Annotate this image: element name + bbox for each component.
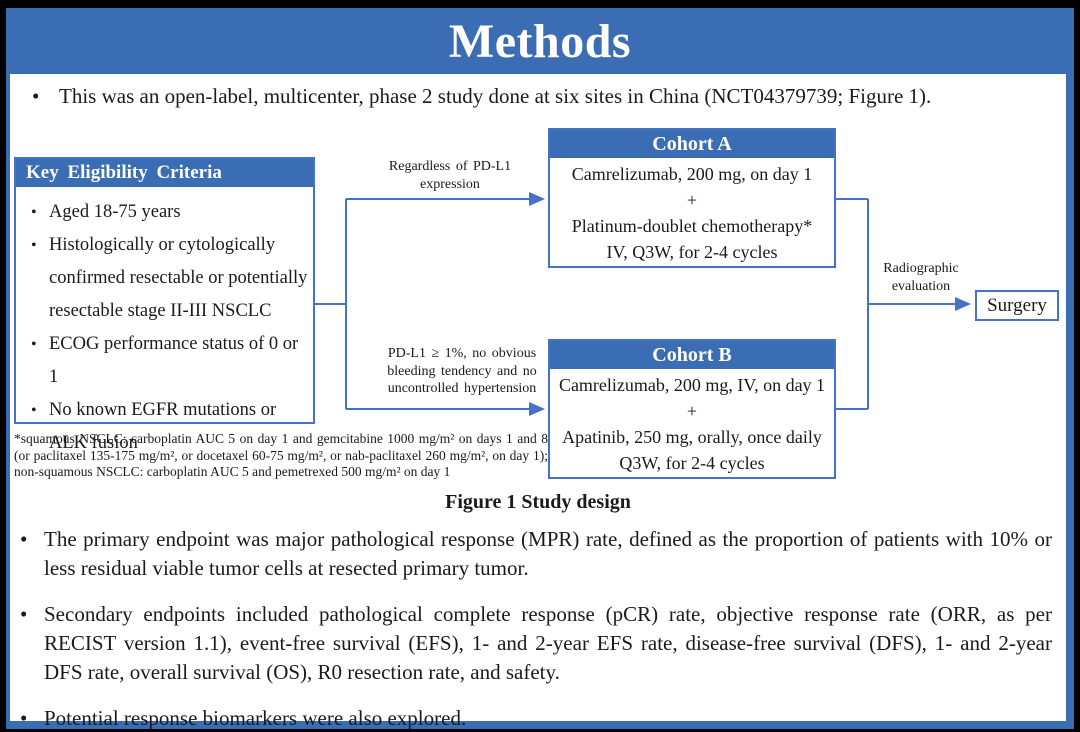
cohort-a-header: Cohort A	[550, 130, 834, 158]
title-bar: Methods	[6, 8, 1074, 74]
intro-bullet: This was an open-label, multicenter, pha…	[10, 82, 1066, 111]
cohort-b-line: +	[686, 401, 698, 421]
bullet-text: The primary endpoint was major pathologi…	[44, 527, 1052, 580]
cohort-b-body: Camrelizumab, 200 mg, IV, on day 1 + Apa…	[550, 369, 834, 476]
radiographic-evaluation-label: Radiographic evaluation	[883, 261, 959, 294]
page-title: Methods	[448, 14, 632, 68]
cohort-a-line: Platinum-doublet chemotherapy*	[571, 216, 813, 236]
chemotherapy-footnote: *squamous NSCLC: carboplatin AUC 5 on da…	[14, 431, 548, 479]
bullet-text: Secondary endpoints included pathologica…	[44, 602, 1052, 684]
endpoints-section: The primary endpoint was major pathologi…	[10, 525, 1066, 732]
eligibility-list: Aged 18-75 years Histologically or cytol…	[16, 187, 313, 460]
slide-content: This was an open-label, multicenter, pha…	[10, 74, 1066, 732]
cohort-a-box: Cohort A Camrelizumab, 200 mg, on day 1 …	[548, 128, 836, 268]
bullet-secondary-endpoints: Secondary endpoints included pathologica…	[10, 600, 1066, 687]
eligibility-item: Histologically or cytologically confirme…	[24, 229, 309, 328]
flow-connectors	[315, 192, 971, 416]
eligibility-item: Aged 18-75 years	[24, 196, 309, 229]
eligibility-header: Key Eligibility Criteria	[16, 159, 313, 187]
cohort-b-line: Apatinib, 250 mg, orally, once daily	[562, 427, 822, 447]
bullet-primary-endpoint: The primary endpoint was major pathologi…	[10, 525, 1066, 583]
bullet-biomarkers: Potential response biomarkers were also …	[10, 704, 1066, 732]
branch-top-label: Regardless of PD-L1 expression	[388, 159, 512, 192]
cohort-a-body: Camrelizumab, 200 mg, on day 1 + Platinu…	[550, 158, 834, 265]
surgery-box: Surgery	[975, 290, 1059, 321]
cohort-a-line: +	[686, 190, 698, 210]
figure-caption: Figure 1 Study design	[445, 491, 631, 513]
cohort-a-line: IV, Q3W, for 2-4 cycles	[606, 242, 778, 262]
cohort-b-line: Q3W, for 2-4 cycles	[619, 453, 765, 473]
cohort-b-line: Camrelizumab, 200 mg, IV, on day 1	[558, 375, 826, 395]
study-design-diagram: Key Eligibility Criteria Aged 18-75 year…	[10, 114, 1066, 484]
eligibility-item: ECOG performance status of 0 or 1	[24, 328, 309, 394]
cohort-b-box: Cohort B Camrelizumab, 200 mg, IV, on da…	[548, 339, 836, 479]
cohort-b-header: Cohort B	[550, 341, 834, 369]
eligibility-item: No known EGFR mutations or ALK fusion	[24, 394, 309, 460]
intro-bullet-text: This was an open-label, multicenter, pha…	[59, 84, 932, 108]
bullet-text: Potential response biomarkers were also …	[44, 706, 467, 730]
slide-frame: Methods This was an open-label, multicen…	[6, 8, 1074, 732]
eligibility-box: Key Eligibility Criteria Aged 18-75 year…	[14, 157, 315, 453]
branch-bottom-label: PD-L1 ≥ 1%, no obvious bleeding tendency…	[387, 346, 537, 396]
cohort-a-line: Camrelizumab, 200 mg, on day 1	[571, 164, 813, 184]
